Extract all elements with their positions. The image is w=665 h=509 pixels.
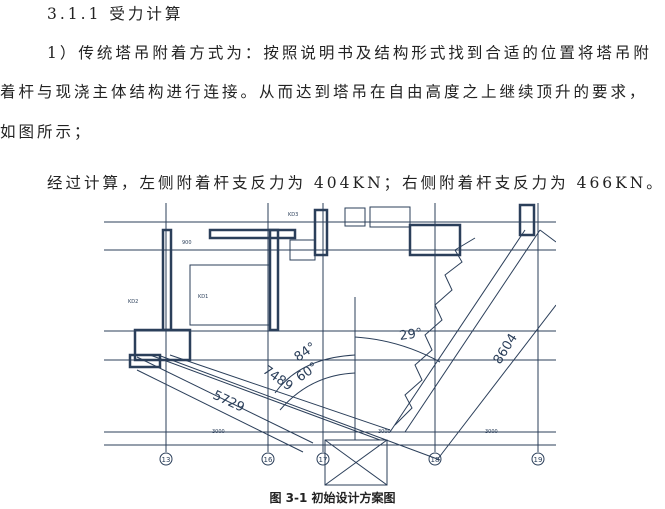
axis-18: 18 bbox=[431, 456, 440, 464]
length-5729: 5729 bbox=[210, 388, 246, 416]
axis-17: 17 bbox=[319, 456, 328, 464]
axis-16: 16 bbox=[264, 456, 273, 464]
design-drawing: 29° 84° 60° 7489 5729 8604 3000 3000 300… bbox=[104, 203, 556, 486]
span-1: 3000 bbox=[212, 429, 225, 435]
paragraph1-line1: 1）传统塔吊附着方式为：按照说明书及结构形式找到合适的位置将塔吊附 bbox=[47, 44, 652, 62]
label-kd3: KD3 bbox=[288, 212, 298, 218]
angle-84: 84° bbox=[292, 340, 319, 366]
right-truss-rod bbox=[389, 229, 556, 461]
axis-markers: 13 16 17 18 19 bbox=[159, 452, 545, 466]
span-2: 3000 bbox=[378, 429, 391, 435]
axis-19: 19 bbox=[534, 456, 543, 464]
label-kd2: KD2 bbox=[128, 299, 138, 305]
span-900: 900 bbox=[182, 240, 192, 246]
walls bbox=[128, 203, 536, 369]
dimension-arcs bbox=[274, 336, 441, 411]
section-heading: 3.1.1 受力计算 bbox=[47, 5, 184, 23]
length-8604: 8604 bbox=[491, 331, 521, 367]
left-attachment-rods bbox=[136, 354, 441, 461]
paragraph1-line2: 着杆与现浇主体结构进行连接。从而达到塔吊在自由高度之上继续顶升的要求， bbox=[0, 83, 648, 101]
figure-caption: 图 3-1 初始设计方案图 bbox=[269, 491, 396, 505]
paragraph1-line3: 如图所示； bbox=[0, 123, 93, 141]
label-kd1: KD1 bbox=[198, 294, 208, 300]
rooms bbox=[189, 206, 411, 486]
paragraph2: 经过计算，左侧附着杆支反力为 404KN；右侧附着杆支反力为 466KN。 bbox=[47, 174, 665, 192]
angle-29: 29° bbox=[398, 326, 423, 344]
span-3: 3000 bbox=[485, 429, 498, 435]
axis-13: 13 bbox=[162, 456, 171, 464]
